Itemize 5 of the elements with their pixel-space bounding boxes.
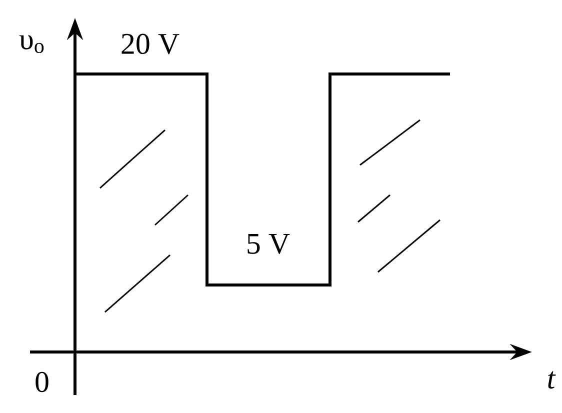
axis-label: t (548, 371, 556, 389)
voltage-label: 5 V (248, 234, 290, 254)
origin-label: 0 (36, 372, 48, 392)
axis-label: υ$_{o}$ (19, 34, 44, 54)
voltage-label: 20 V (122, 34, 180, 54)
